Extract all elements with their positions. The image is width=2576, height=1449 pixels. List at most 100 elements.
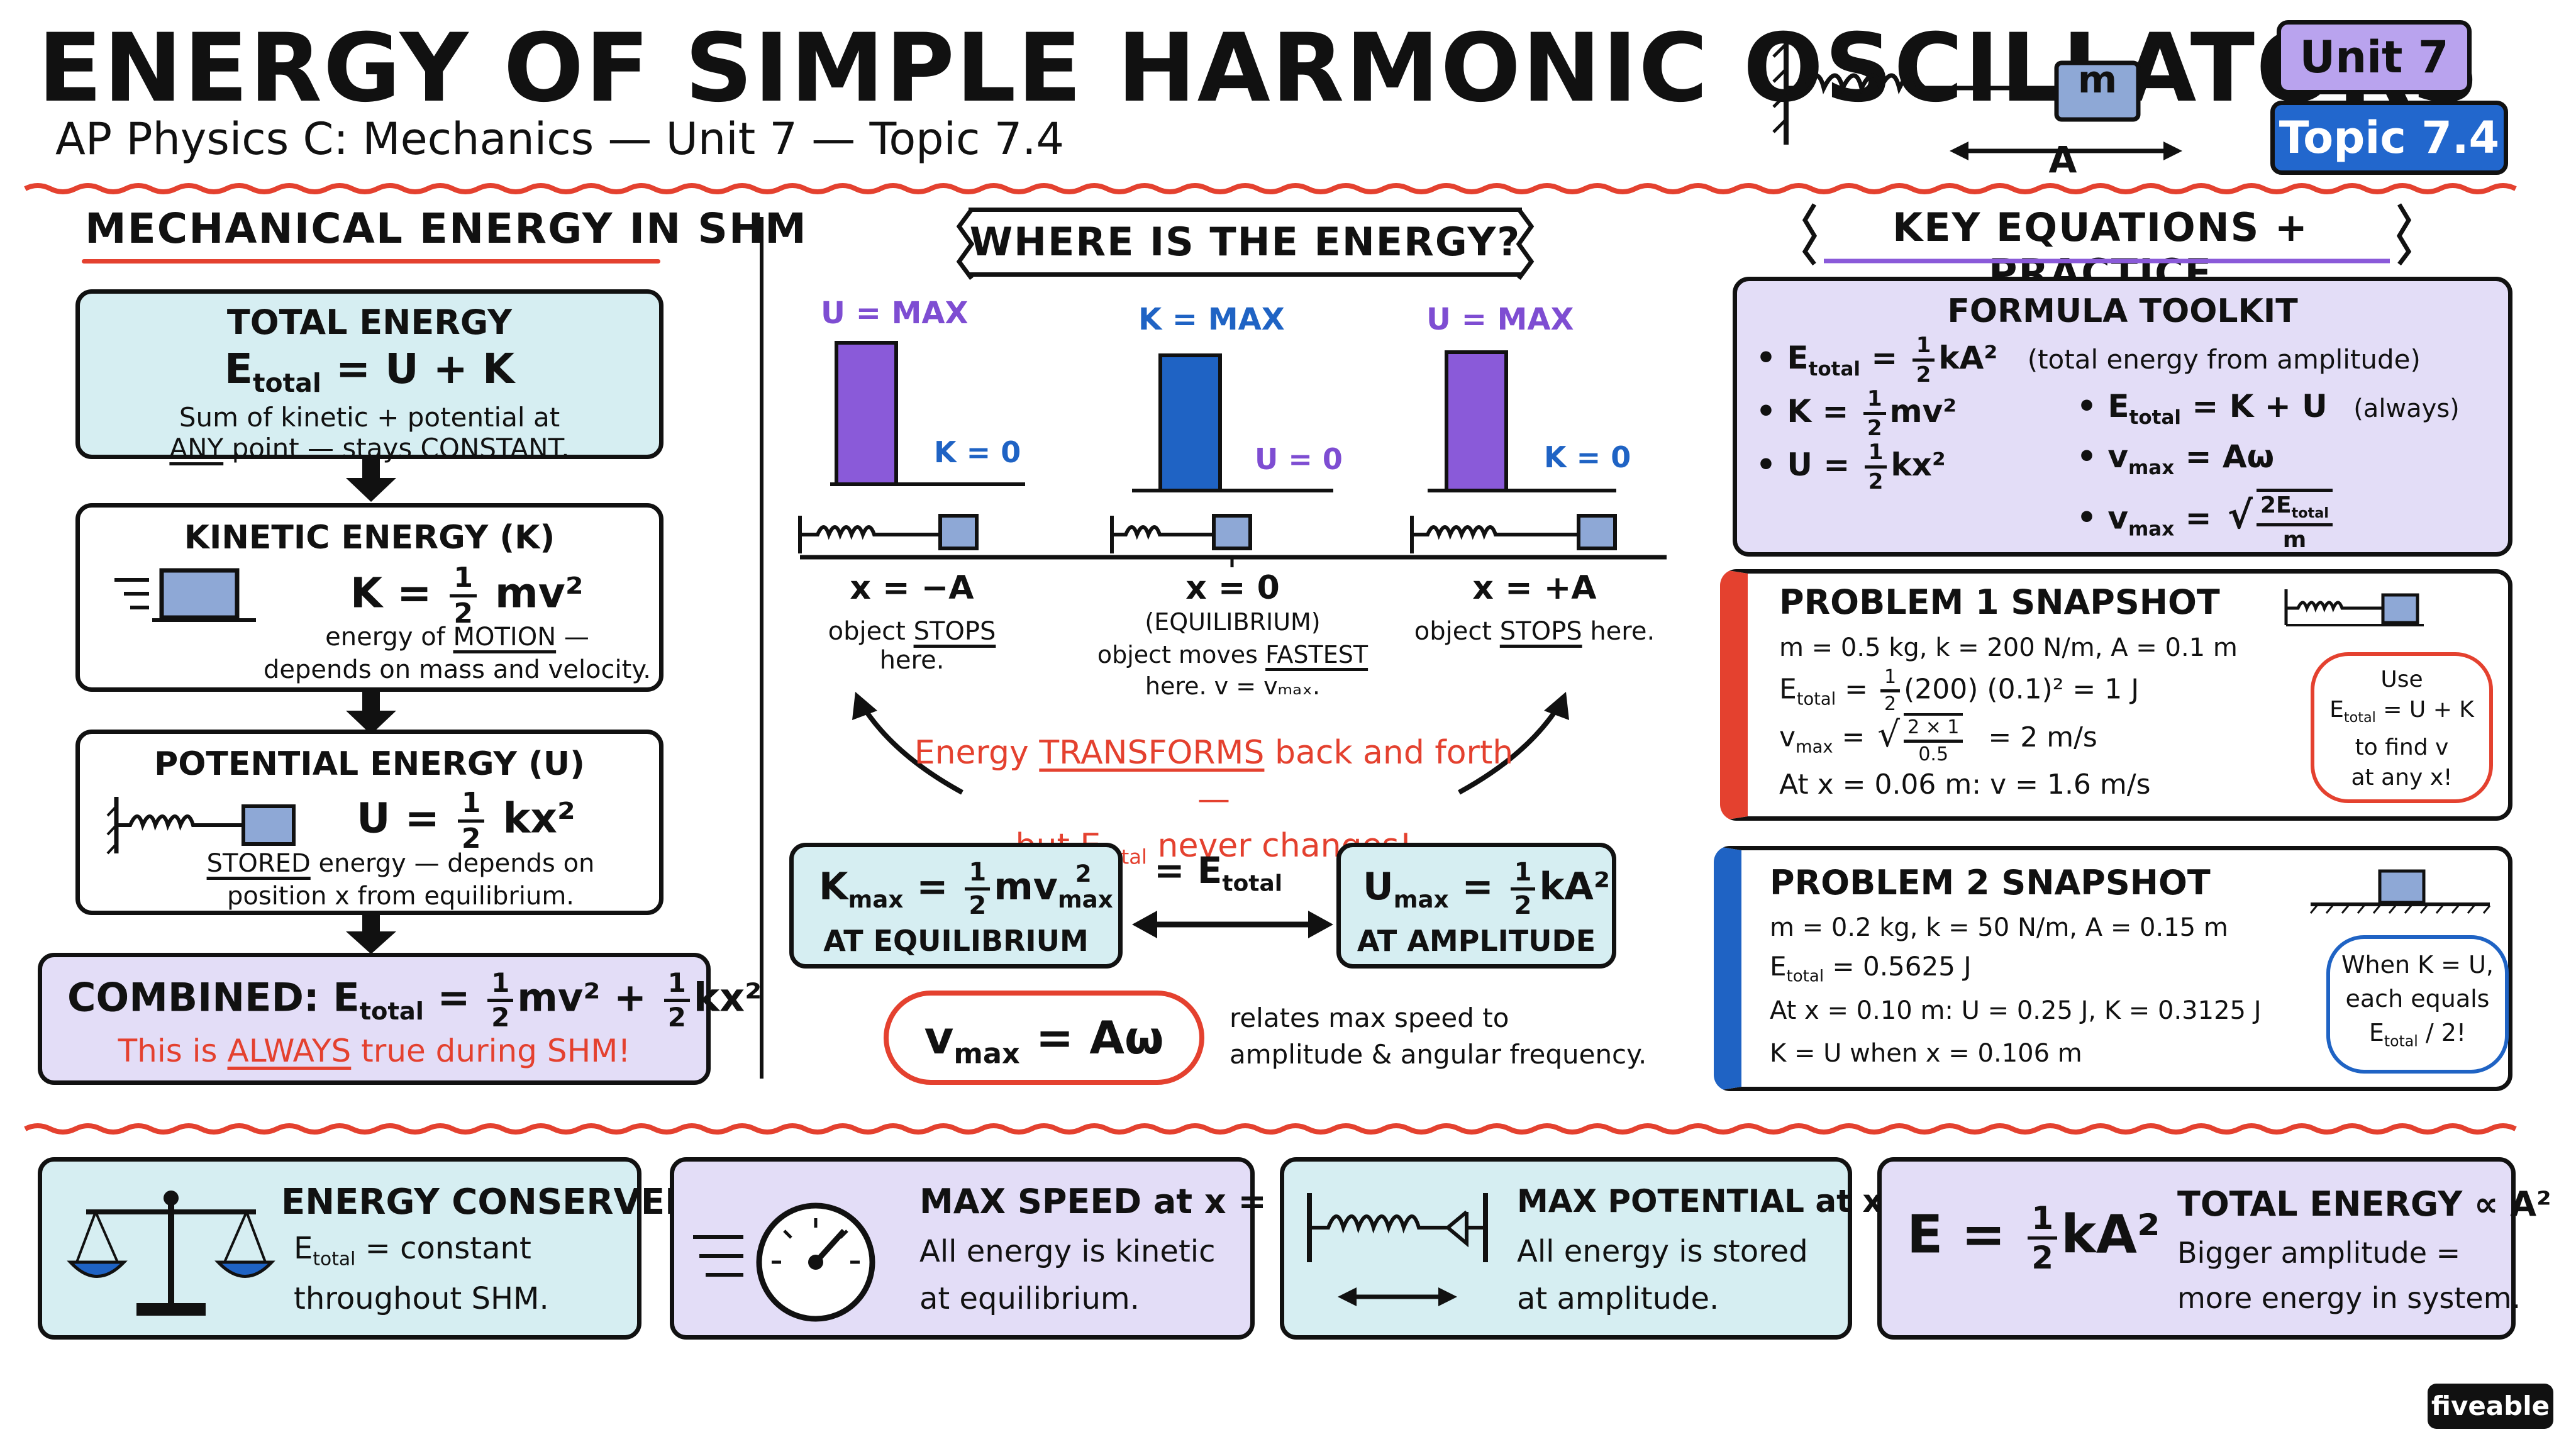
top-divider [24, 183, 2517, 194]
toolkit-f4: Etotal = K + U (always) [2077, 388, 2459, 429]
max-speed-line1: All energy is kinetic [919, 1234, 1216, 1269]
umax-caption: AT AMPLITUDE [1357, 924, 1596, 958]
title-zigzag-left [956, 208, 975, 280]
max-potential-card: MAX POTENTIAL at x = ±A All energy is st… [1280, 1157, 1982, 1340]
pos1-side-label: K = 0 [934, 435, 1021, 469]
header-mass-label: m [2077, 58, 2118, 102]
max-speed-card: MAX SPEED at x = 0 All energy is kinetic… [670, 1157, 1302, 1340]
down-arrow-icon [346, 692, 396, 735]
max-potential-line2: at amplitude. [1517, 1281, 1719, 1316]
left-section-title: MECHANICAL ENERGY IN SHM [85, 204, 808, 253]
problem2-line3: At x = 0.10 m: U = 0.25 J, K = 0.3125 J [1770, 996, 2262, 1025]
kmax-caption: AT EQUILIBRIUM [823, 924, 1089, 958]
pos1-top-label: U = MAX [821, 296, 969, 331]
problem1-bubble: Use Etotal = U + K to find v at any x! [2311, 652, 2493, 803]
pos3-caption: x = +A object STOPS here. [1414, 569, 1655, 646]
unit-badge-label: Unit 7 [2299, 31, 2449, 83]
double-arrow-icon [1132, 911, 1333, 938]
bar-u-max-right [1445, 350, 1508, 492]
topic-badge-label: Topic 7.4 [2279, 112, 2500, 164]
down-arrow-icon [346, 459, 396, 502]
title-zigzag-right [1516, 208, 1535, 280]
vmax-note: relates max speed to amplitude & angular… [1230, 1002, 1647, 1070]
kinetic-heading: KINETIC ENERGY (K) [184, 519, 555, 557]
energy-conserved-card: ENERGY CONSERVED Etotal = constant throu… [38, 1157, 694, 1340]
brand-logo: fiveable [2428, 1384, 2553, 1429]
toolkit-heading: FORMULA TOOLKIT [1947, 292, 2298, 330]
problem2-bubble: When K = U, each equals Etotal / 2! [2326, 935, 2509, 1074]
pos3-top-label: U = MAX [1426, 302, 1574, 337]
max-potential-line1: All energy is stored [1517, 1234, 1808, 1269]
problem1-line4: At x = 0.06 m: v = 1.6 m/s [1779, 769, 2151, 801]
balance-scale-icon [67, 1191, 275, 1316]
pos2-top-label: K = MAX [1138, 302, 1285, 337]
max-speed-line2: at equilibrium. [919, 1281, 1140, 1316]
total-energy-amplitude-line2: more energy in system. [2177, 1281, 2521, 1315]
spring-mass-icon [1307, 1193, 1488, 1306]
transform-arrows [852, 692, 1569, 795]
moving-block-icon [114, 568, 256, 622]
problem2-line4: K = U when x = 0.106 m [1770, 1039, 2082, 1068]
spring-mass-icon [1772, 31, 2182, 160]
left-title-underline [82, 259, 660, 264]
problem2-line1: m = 0.2 kg, k = 50 N/m, A = 0.15 m [1770, 913, 2228, 942]
pos3-side-label: K = 0 [1544, 440, 1631, 474]
problem1-card: PROBLEM 1 SNAPSHOT m = 0.5 kg, k = 200 N… [1720, 569, 2512, 821]
speedometer-icon [693, 1202, 875, 1322]
problem1-line1: m = 0.5 kg, k = 200 N/m, A = 0.1 m [1779, 633, 2238, 662]
middle-section-title: WHERE IS THE ENERGY? [969, 208, 1522, 277]
max-speed-title: MAX SPEED at x = 0 [919, 1182, 1302, 1221]
potential-desc: STORED energy — depends on position x fr… [206, 849, 595, 911]
equals-etotal: = Etotal [1154, 849, 1283, 897]
total-energy-desc2: ANY point — stays CONSTANT. [169, 433, 570, 464]
bottom-divider [24, 1123, 2517, 1135]
pos2-caption: x = 0 (EQUILIBRIUM) object moves FASTEST… [1097, 569, 1368, 700]
energy-conserved-line1: Etotal = constant [294, 1231, 531, 1270]
header-amplitude-label: A [2048, 138, 2077, 181]
topic-badge: Topic 7.4 [2270, 101, 2508, 175]
total-energy-equation: Etotal = U + K [224, 345, 515, 399]
total-energy-desc: Sum of kinetic + potential at [179, 402, 560, 433]
total-energy-amplitude-title: TOTAL ENERGY ∝ A² [2177, 1184, 2551, 1224]
column-divider [760, 217, 763, 1079]
kinetic-desc: energy of MOTION — depends on mass and v… [263, 623, 651, 684]
toolkit-f5: vmax = Aω [2077, 438, 2274, 479]
vmax-bubble: vmax = Aω [884, 991, 1204, 1085]
combined-note: This is ALWAYS true during SHM! [118, 1033, 631, 1069]
problem2-line2: Etotal = 0.5625 J [1770, 951, 1972, 986]
down-arrow-icon [346, 915, 396, 954]
total-energy-heading: TOTAL ENERGY [226, 303, 513, 342]
pos2-side-label: U = 0 [1255, 442, 1343, 476]
spring-mass-icon [2284, 589, 2424, 626]
spring-mass-icon [106, 797, 296, 855]
problem2-card: PROBLEM 2 SNAPSHOT m = 0.2 kg, k = 50 N/… [1714, 846, 2512, 1091]
pos1-caption: x = −A object STOPS here. [828, 569, 996, 675]
bar-u-max-left [835, 341, 898, 486]
total-energy-card: TOTAL ENERGY Etotal = U + K Sum of kinet… [75, 289, 663, 464]
unit-badge: Unit 7 [2277, 20, 2472, 94]
problem1-heading: PROBLEM 1 SNAPSHOT [1779, 582, 2220, 622]
energy-conserved-line2: throughout SHM. [294, 1281, 549, 1316]
potential-heading: POTENTIAL ENERGY (U) [154, 745, 585, 783]
bar-k-max-center [1158, 353, 1222, 492]
energy-positions-diagram [798, 341, 1667, 567]
energy-conserved-title: ENERGY CONSERVED [281, 1182, 694, 1223]
